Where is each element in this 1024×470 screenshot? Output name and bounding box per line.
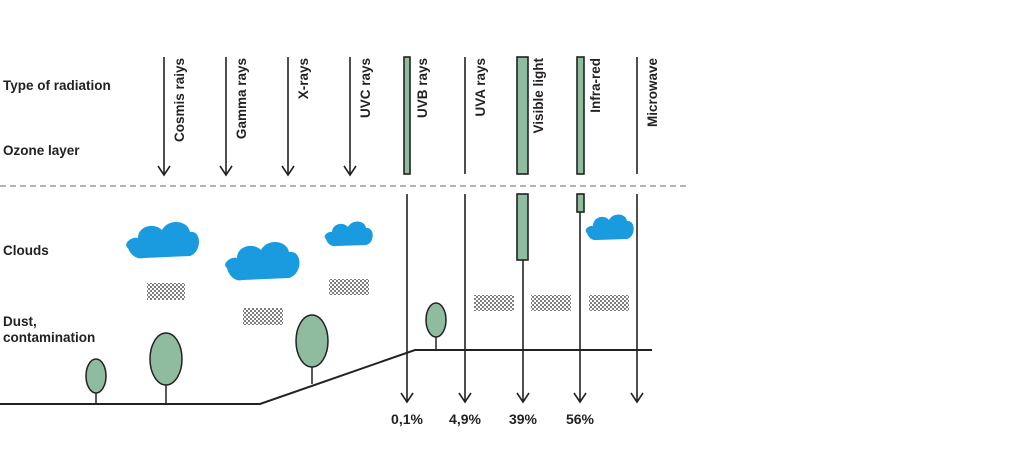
ray-7: Visible light — [516, 56, 546, 404]
percent-value: 39% — [508, 411, 538, 427]
arrow-head — [157, 165, 171, 177]
arrow-head — [458, 392, 472, 404]
percent-value: 4,9% — [449, 411, 481, 427]
cloud-icon — [225, 241, 300, 281]
ray-label: Cosmis raiys — [172, 58, 187, 142]
dust-patch — [243, 308, 283, 325]
ray-1: Cosmis raiys — [157, 57, 187, 177]
penetration-band — [516, 193, 529, 261]
ray-8: Infra-red — [573, 56, 603, 404]
tree-icon — [149, 332, 183, 404]
arrow-head — [516, 392, 530, 404]
dust-patch — [474, 295, 514, 311]
ray-5: UVB rays — [400, 56, 430, 404]
ray-label: Microwave — [645, 58, 660, 128]
ray-label: X-rays — [296, 58, 311, 99]
percent-value: 0,1% — [391, 411, 423, 427]
dust-patch — [531, 295, 571, 311]
cloud-icon — [126, 221, 199, 259]
tree-icon — [295, 314, 329, 384]
arrow-head — [573, 392, 587, 404]
label-dust: Dust, — [3, 314, 37, 329]
tree-icon — [85, 358, 107, 404]
ray-label: Infra-red — [588, 58, 603, 113]
arrow-head — [281, 165, 295, 177]
label-type-of-radiation: Type of radiation — [3, 78, 111, 93]
arrow-head — [343, 165, 357, 177]
ray-6: UVA rays — [458, 57, 488, 404]
ground-line — [0, 349, 652, 405]
penetration-band — [403, 56, 411, 175]
ray-label: UVC rays — [358, 58, 373, 118]
label-ozone-layer: Ozone layer — [3, 143, 80, 158]
arrow-head — [219, 165, 233, 177]
tree-icon — [425, 302, 447, 350]
arrow-head — [630, 392, 644, 404]
ray-9: Microwave — [630, 57, 660, 404]
dust-patch — [329, 279, 369, 295]
cloud-icon — [324, 221, 373, 247]
percent-value: 56% — [565, 411, 595, 427]
ray-label: Visible light — [531, 57, 546, 133]
arrow-head — [400, 392, 414, 404]
dust-patch — [147, 283, 185, 300]
ray-2: Gamma rays — [219, 57, 249, 177]
cloud-icon — [585, 214, 634, 241]
label-clouds: Clouds — [3, 243, 49, 258]
ray-4: UVC rays — [343, 57, 373, 177]
label-dust-contamination: Dust, contamination — [3, 314, 95, 346]
ray-label: Gamma rays — [234, 58, 249, 139]
rays-layer: Cosmis raiys Gamma rays X-rays UVC rays UVB … — [157, 56, 660, 404]
dust-patch — [589, 295, 629, 311]
ray-label: UVB rays — [415, 58, 430, 118]
penetration-band — [576, 56, 585, 175]
ray-3: X-rays — [281, 57, 311, 177]
penetration-band — [576, 193, 585, 213]
label-contamination: contamination — [3, 330, 96, 345]
penetration-band — [516, 56, 529, 175]
ray-label: UVA rays — [473, 58, 488, 117]
